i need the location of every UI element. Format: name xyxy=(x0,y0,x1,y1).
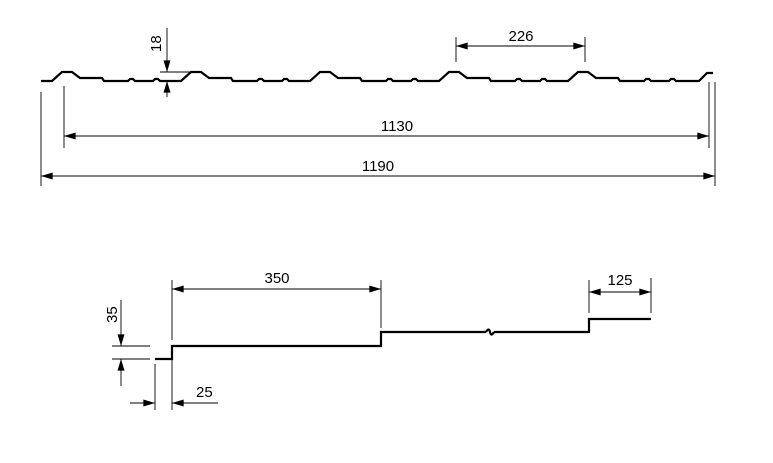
dimension-label: 226 xyxy=(508,28,533,45)
longitudinal-step-profile xyxy=(155,317,651,361)
dimension-step-height: 35 xyxy=(104,300,150,386)
dimension-end-overlap: 125 xyxy=(588,272,652,313)
trapezoidal-profile-section xyxy=(41,70,713,83)
profile-outline xyxy=(41,70,713,83)
dimension-label: 1190 xyxy=(362,158,394,175)
dimension-label: 35 xyxy=(104,306,121,323)
dimension-label: 25 xyxy=(196,384,213,401)
dimension-rib-height: 18 xyxy=(148,28,190,97)
dimension-start-offset: 25 xyxy=(130,350,218,410)
dimension-label: 125 xyxy=(607,272,632,289)
profile-outline xyxy=(155,330,486,361)
profile-outline xyxy=(494,317,651,334)
dimension-label: 350 xyxy=(264,270,289,287)
dimension-module-length: 350 xyxy=(171,270,382,340)
break-symbol xyxy=(485,328,495,336)
dimension-label: 18 xyxy=(148,35,165,52)
dimension-total-width: 1190 xyxy=(40,82,716,186)
dimension-label: 1130 xyxy=(381,118,413,135)
dimension-effective-width: 1130 xyxy=(63,82,710,148)
dimension-rib-pitch: 226 xyxy=(455,28,586,62)
